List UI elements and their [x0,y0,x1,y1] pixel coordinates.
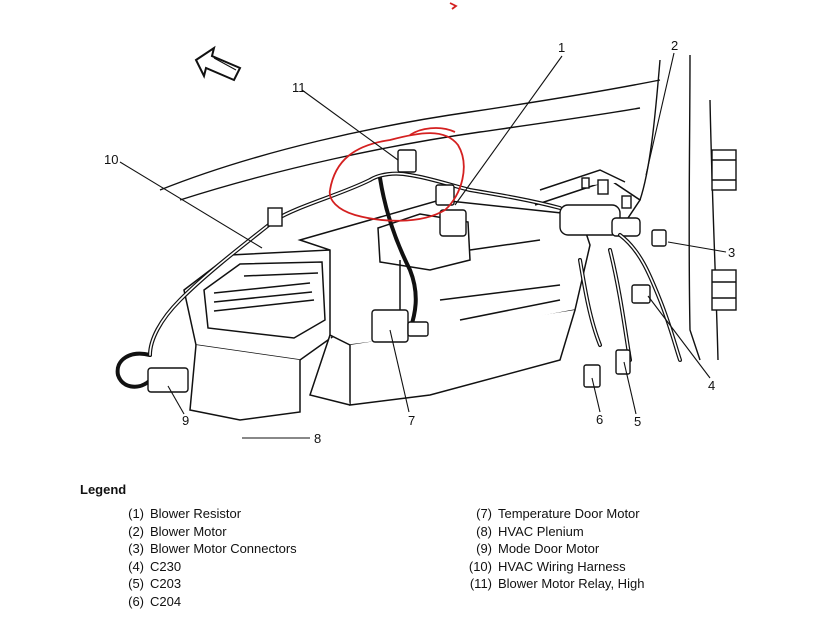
connectors [147,149,667,393]
legend-item: (9) Mode Door Motor [462,540,644,558]
legend-item: (2) Blower Motor [108,523,297,541]
legend-item: (10) HVAC Wiring Harness [462,558,644,576]
blower-motor [559,177,641,237]
legend-label: HVAC Plenium [498,523,584,539]
legend-column-right: (7) Temperature Door Motor (8) HVAC Pleniu… [462,505,645,593]
legend-number: (8) [476,523,492,539]
callout-8: 8 [314,431,321,446]
legend-item: (7) Temperature Door Motor [462,505,644,523]
callout-7: 7 [408,413,415,428]
callout-11: 11 [292,80,306,95]
legend-label: C230 [150,558,182,574]
legend-item: (8) HVAC Plenium [462,523,644,541]
legend-number: (5) [128,576,144,592]
hvac-module-left [183,249,336,421]
legend-label: C203 [150,576,182,592]
callout-5: 5 [634,414,641,429]
legend-label: Blower Motor [150,523,227,539]
legend-number: (10) [468,558,492,574]
legend-column-left: (1) Blower Resistor (2) Blower Motor (3) Bl… [108,505,297,611]
callout-10: 10 [104,152,118,167]
legend-label: C204 [150,593,182,609]
callout-4: 4 [708,378,715,393]
callout-6: 6 [596,412,603,427]
legend-item: (11) Blower Motor Relay, High [462,575,645,593]
callout-1: 1 [558,40,565,55]
legend-label: HVAC Wiring Harness [498,558,626,574]
legend-label: Temperature Door Motor [498,506,640,521]
legend-item: (5) C203 [108,575,297,593]
harness-inner [149,172,681,361]
callout-3: 3 [728,245,735,260]
callout-9: 9 [182,413,189,428]
legend-number: (2) [128,523,144,539]
legend-item: (4) C230 [108,558,297,576]
red-circle-annotation [328,2,465,222]
legend-label: Blower Motor Connectors [150,541,297,557]
hvac-diagram: 1 2 3 4 5 6 7 8 9 10 11 [104,2,737,446]
legend-label: Blower Resistor [150,506,242,521]
legend-item: (3) Blower Motor Connectors [108,540,297,558]
dash-outline [159,54,737,361]
legend-number: (4) [128,558,144,574]
legend-item: (1) Blower Resistor [108,505,297,523]
legend-number: (1) [128,506,144,521]
legend-number: (7) [476,506,492,521]
legend-number: (3) [128,541,144,557]
legend-number: (6) [128,593,144,609]
legend-title: Legend [80,482,127,497]
legend-item: (6) C204 [108,593,297,611]
legend-number: (9) [476,541,492,557]
direction-arrow-icon [194,45,242,82]
legend-number: (11) [469,576,492,592]
legend-label: Mode Door Motor [498,541,600,557]
callout-2: 2 [671,38,678,53]
legend-label: Blower Motor Relay, High [498,576,645,592]
leader-lines [119,52,727,439]
